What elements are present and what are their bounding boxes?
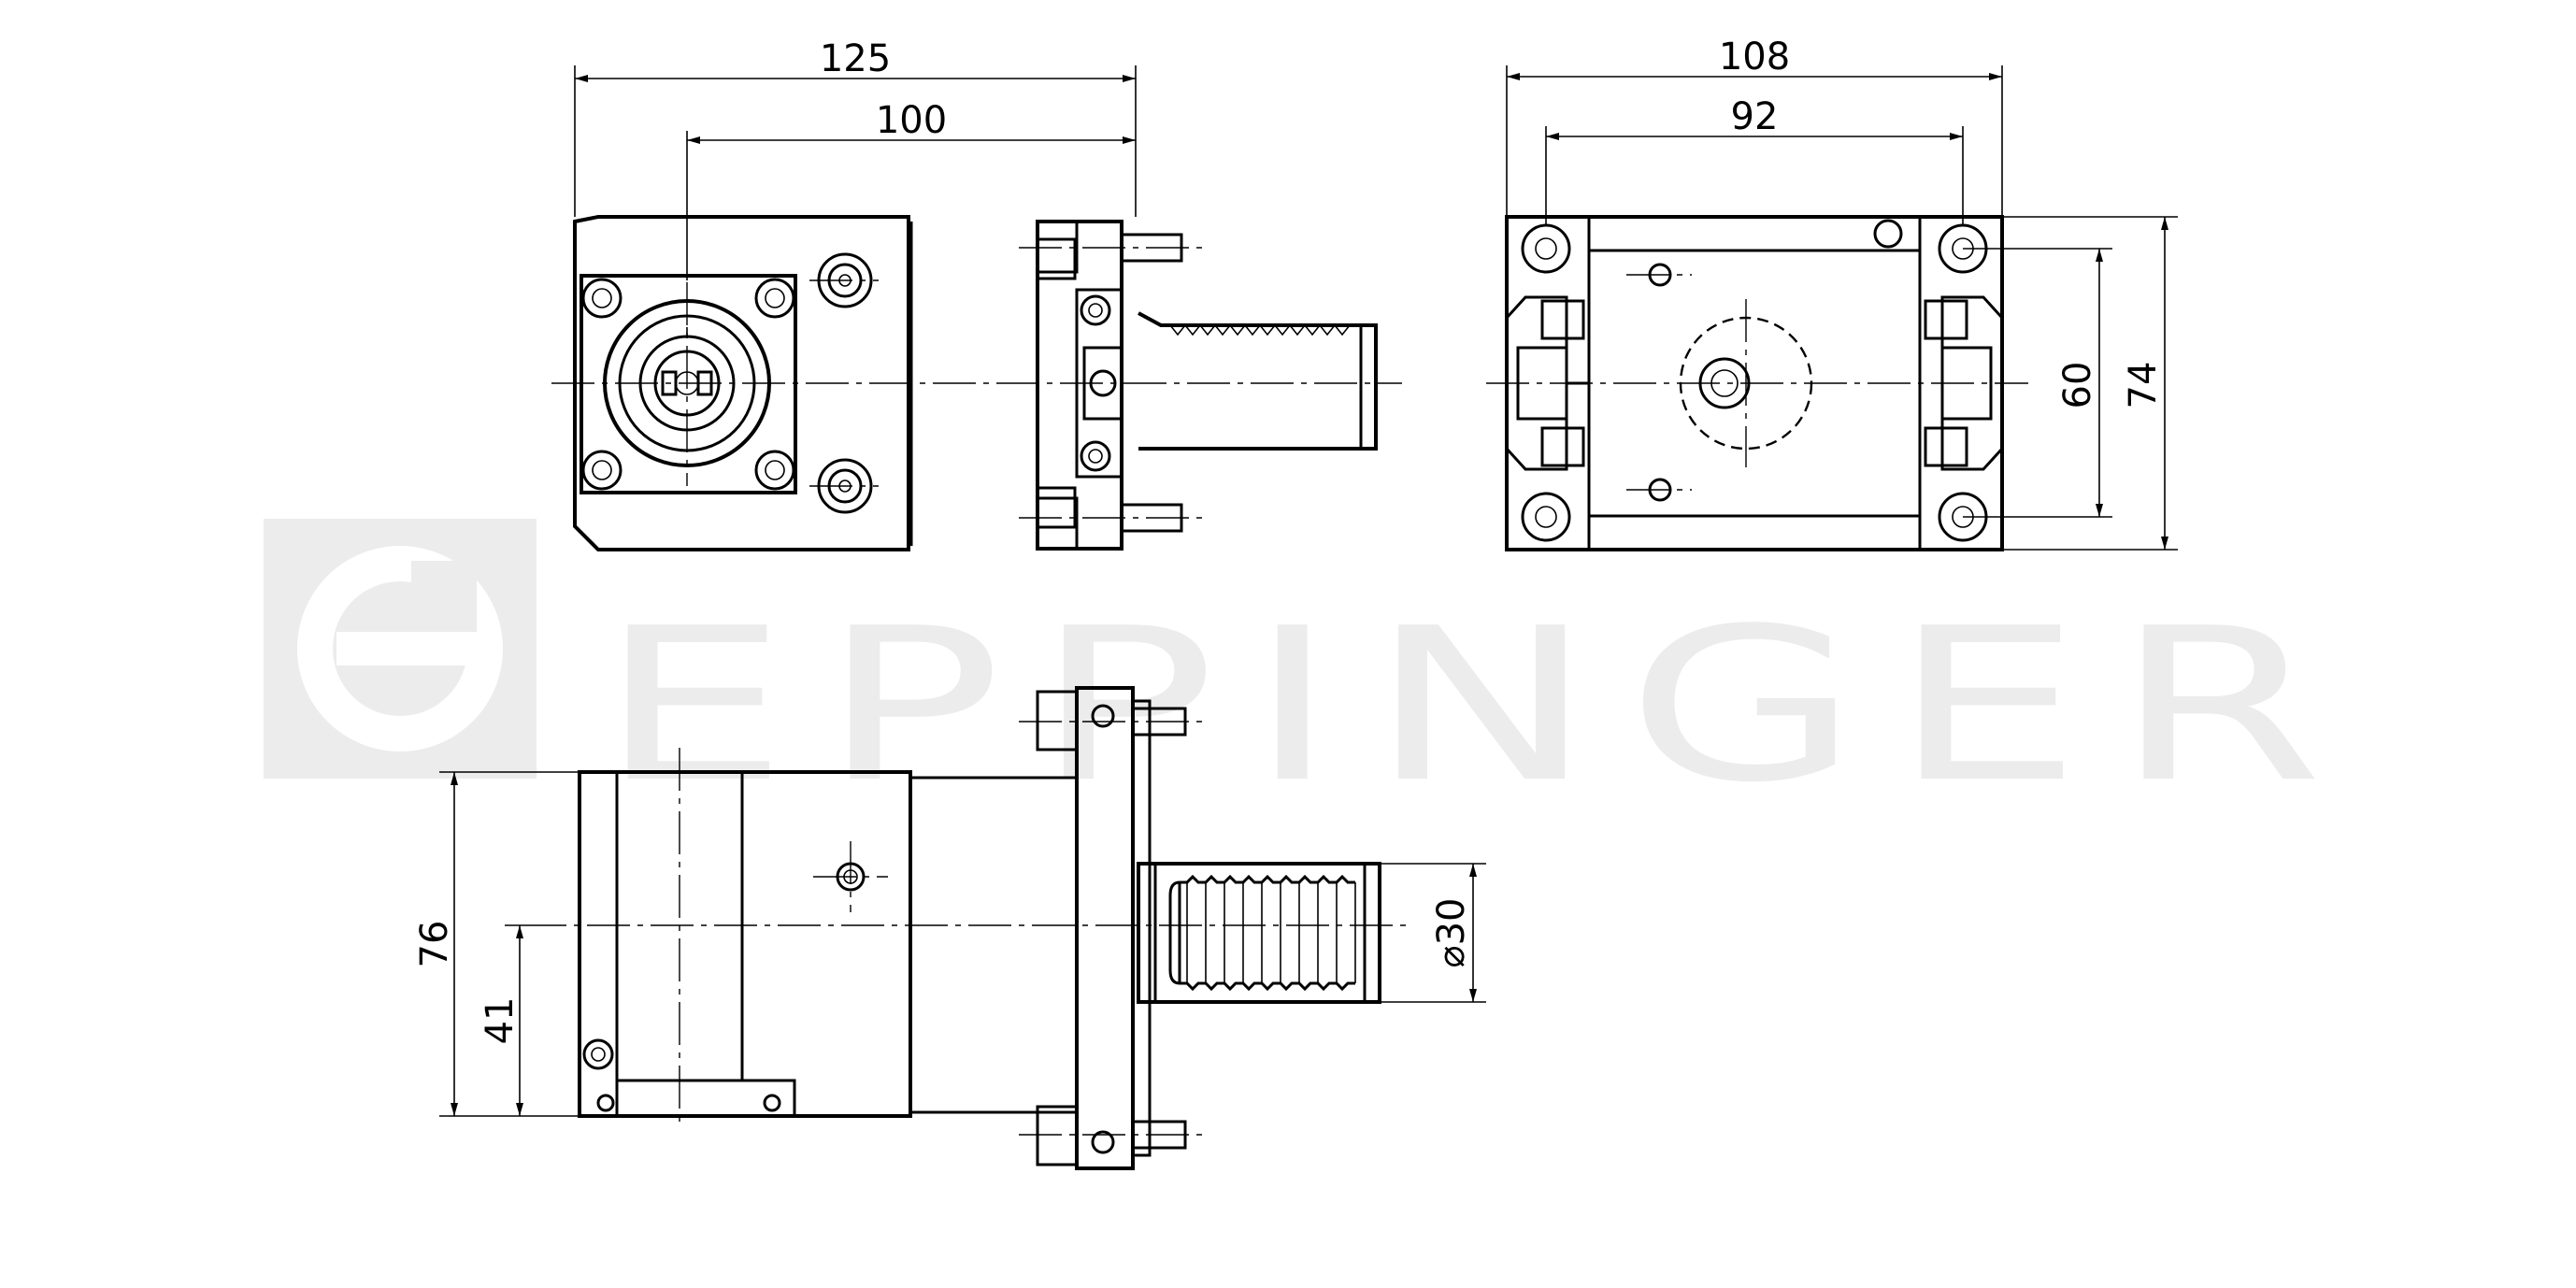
serration-icon [1180,874,1356,992]
dimension-label: 60 [2056,362,2099,409]
dimension-label: 41 [479,997,522,1045]
dimension-label: 100 [876,99,947,142]
screw-icon [581,278,795,491]
watermark: EPPINGER [264,519,2355,829]
dimension-label: 108 [1719,36,1790,79]
side-view: 108 92 60 74 [1486,36,2178,551]
dimension-label: 76 [413,921,456,968]
brand-logo-icon [264,519,537,779]
dimension-label: 74 [2122,362,2165,409]
screw-icon [1521,219,1988,542]
front-view: 125 100 [551,37,1402,551]
watermark-text: EPPINGER [598,583,2355,829]
dimension-label: 92 [1731,95,1779,138]
bottom-view: 76 41 ⌀30 [413,686,1486,1170]
dimension-label: 125 [820,37,891,80]
dimension-label: ⌀30 [1430,898,1473,968]
